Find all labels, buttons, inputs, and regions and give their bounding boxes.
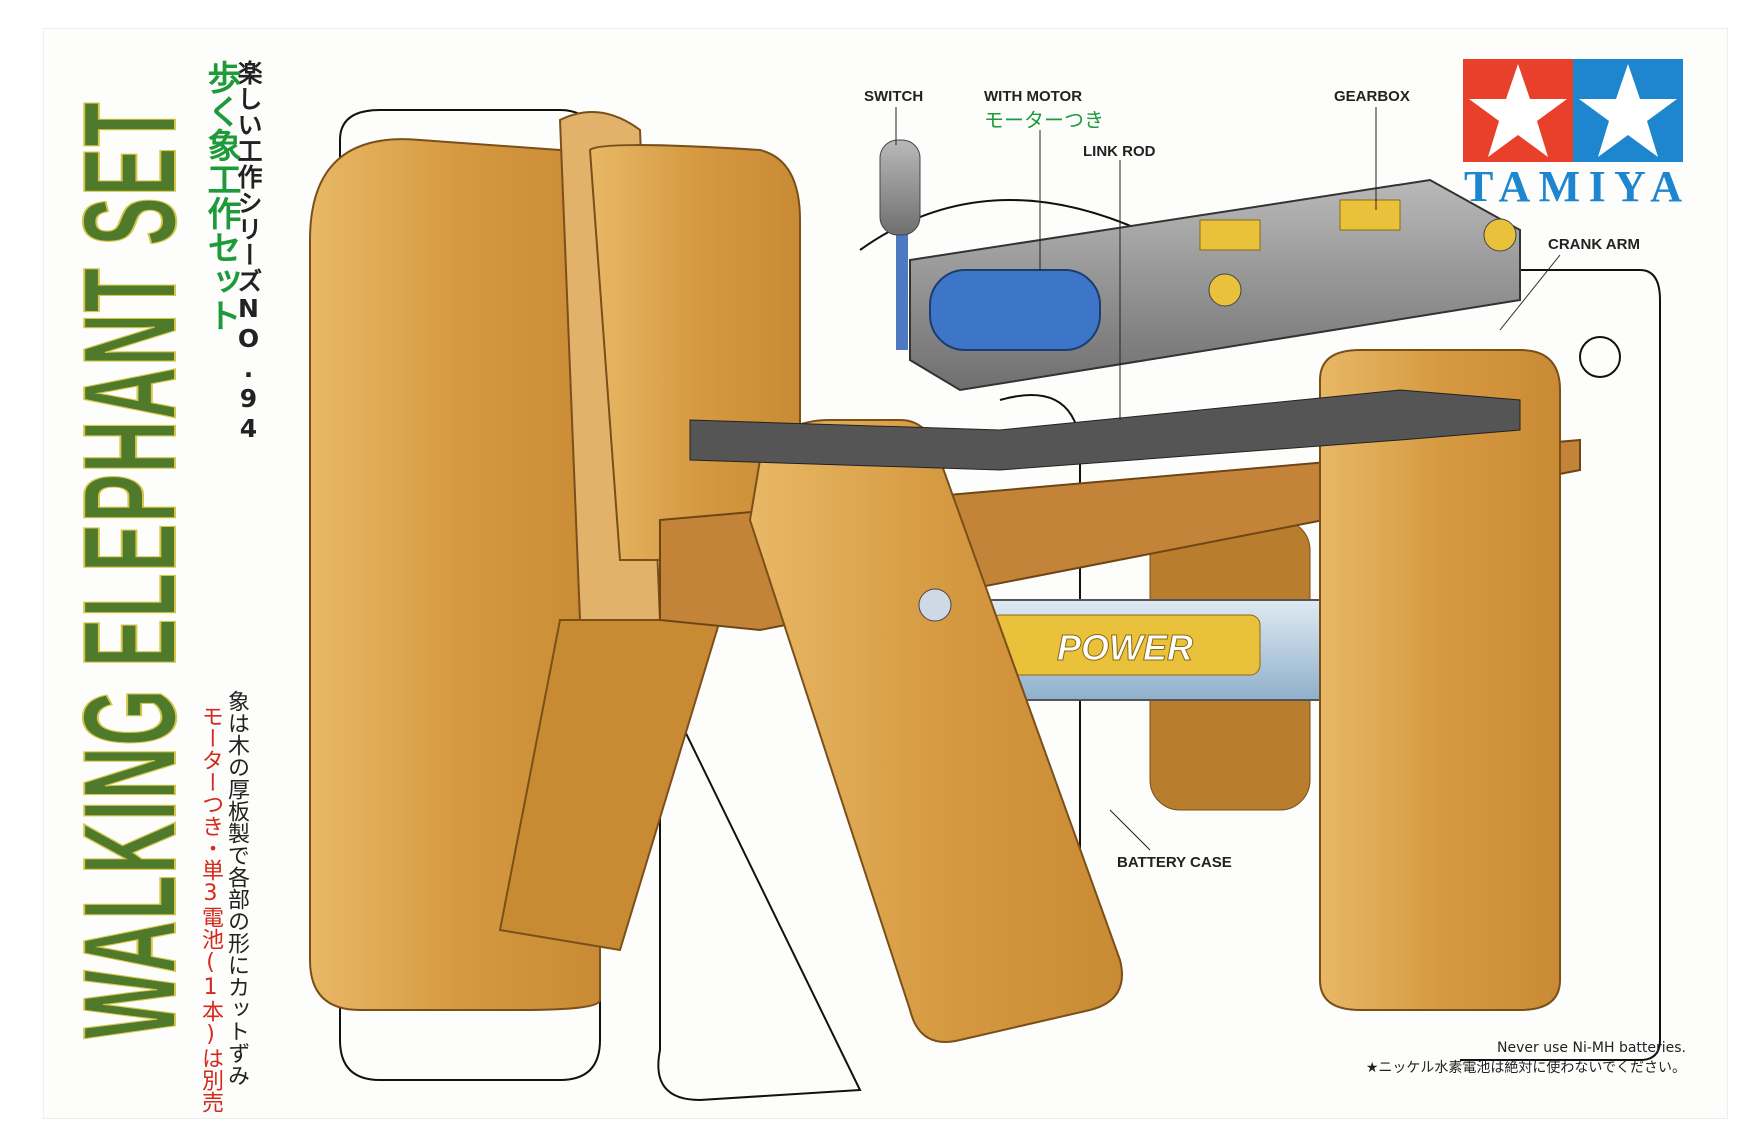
screw [1483,218,1517,252]
star-icon [1469,64,1567,157]
switch-rod [896,230,908,350]
battery-print: POWER [1057,627,1193,668]
switch-knob [879,139,921,236]
label-switch: SWITCH [864,88,924,105]
battery-warning: Never use Ni-MH batteries. ★ニッケル水素電池は絶対に… [1366,1038,1686,1078]
label-with-motor-jp: モーターつき [984,108,1104,132]
front-leg [748,419,1123,1043]
description: 象は木の厚板製で各部の形にカットずみ [224,690,249,1086]
warning-en: Never use Ni-MH batteries. [1497,1040,1686,1056]
screw [918,588,952,622]
star-icon [1579,64,1677,157]
sold-separately-note: モーターつき・単3電池(1本)は別売 [198,705,223,1113]
label-with-motor: WITH MOTOR [984,88,1083,105]
product-title: WALKING ELEPHANT SET [55,100,203,1039]
link-rod [689,389,1521,471]
rear-leg [1319,349,1561,1011]
series-number: 楽しい工作シリーズNO.94 [234,60,263,444]
label-link-rod: LINK ROD [1083,143,1156,160]
motor [929,269,1101,351]
eye-screw [1579,336,1621,378]
gear [1199,219,1261,251]
warning-jp: ★ニッケル水素電池は絶対に使わないでください。 [1365,1060,1686,1076]
leader-lines [895,107,1561,851]
label-crank-arm: CRANK ARM [1548,236,1640,253]
screw [1208,273,1242,307]
label-battery-case: BATTERY CASE [1117,854,1232,871]
gear [1339,199,1401,231]
tamiya-logo: TAMIYA [1463,59,1683,211]
japanese-title: 歩く象工作セット [201,60,241,332]
label-gearbox: GEARBOX [1334,88,1410,105]
logo-text: TAMIYA [1464,162,1682,204]
